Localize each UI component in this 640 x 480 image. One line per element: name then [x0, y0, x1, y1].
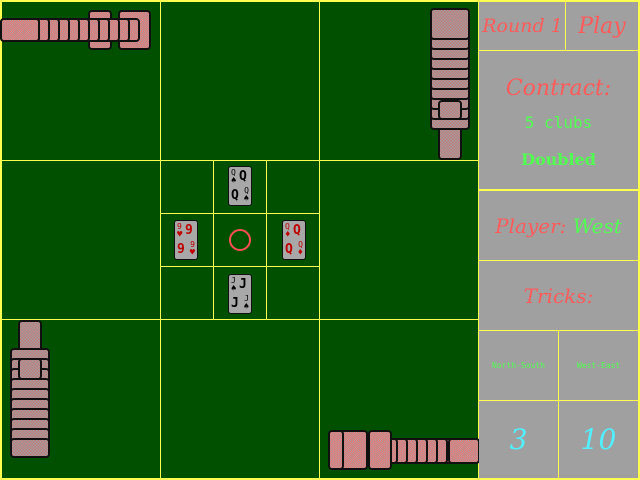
info-panel: Round 1 Play Contract: 5 clubs Doubled P…: [479, 0, 640, 480]
player-box: Player: West: [479, 190, 640, 261]
doubled-status: Doubled: [521, 149, 596, 169]
contract-value: 5 clubs: [524, 112, 593, 132]
grid-line: [319, 0, 320, 480]
card-rank: 9: [185, 223, 193, 238]
card-rank: Q: [231, 188, 239, 203]
card-suit: ♦: [297, 248, 303, 258]
player-value: West: [572, 213, 622, 238]
card-back-south: [448, 438, 480, 464]
card-suit: ♥: [189, 248, 195, 258]
card-rank: J: [244, 294, 249, 303]
card-back-west: [18, 358, 42, 380]
card-back-east: [430, 8, 470, 40]
played-card-west: 9 ♥ 9 9 9 ♥: [174, 220, 198, 260]
card-back-west: [10, 438, 50, 458]
card-suit: ♠: [243, 302, 249, 312]
card-rank: Q: [239, 169, 247, 184]
turn-indicator-circle: [229, 229, 251, 251]
team-label-west-east: West-East: [558, 330, 640, 401]
card-rank: Q: [244, 186, 249, 195]
card-rank: 9: [190, 240, 195, 249]
grid-line: [0, 160, 479, 161]
card-suit: ♥: [177, 230, 183, 240]
tricks-label: Tricks:: [479, 260, 640, 331]
contract-box: Contract: 5 clubs Doubled: [479, 50, 640, 191]
score-north-south: 3: [479, 400, 559, 480]
card-rank: J: [231, 276, 236, 285]
contract-label: Contract:: [505, 75, 612, 101]
player-label: Player:: [495, 213, 567, 238]
grid-line: [160, 213, 320, 214]
score-west-east: 10: [558, 400, 640, 480]
team-label-north-south: North-South: [479, 330, 559, 401]
played-card-east: Q ♦ Q Q Q ♦: [282, 220, 306, 260]
card-suit: ♠: [231, 176, 237, 186]
card-rank: J: [231, 296, 239, 311]
card-rank: Q: [285, 242, 293, 257]
grid-line: [160, 0, 161, 480]
round-label: Round 1: [479, 0, 566, 51]
card-rank: Q: [285, 222, 290, 231]
grid-line: [213, 160, 214, 320]
grid-line: [160, 266, 320, 267]
card-rank: J: [239, 277, 247, 292]
played-card-south: J ♠ J J J ♠: [228, 274, 252, 314]
card-back-south: [328, 430, 344, 470]
played-card-north: Q ♠ Q Q Q ♠: [228, 166, 252, 206]
card-rank: 9: [177, 222, 182, 231]
card-suit: ♠: [231, 284, 237, 294]
card-suit: ♦: [285, 230, 291, 240]
card-suit: ♠: [243, 194, 249, 204]
grid-line: [266, 160, 267, 320]
grid-line: [0, 319, 479, 320]
card-rank: Q: [231, 168, 236, 177]
card-back-south: [368, 430, 392, 470]
card-rank: 9: [177, 242, 185, 257]
card-back-east: [438, 100, 462, 120]
card-rank: Q: [298, 240, 303, 249]
card-back-north: [0, 18, 40, 42]
card-rank: Q: [293, 223, 301, 238]
phase-label: Play: [565, 0, 640, 51]
